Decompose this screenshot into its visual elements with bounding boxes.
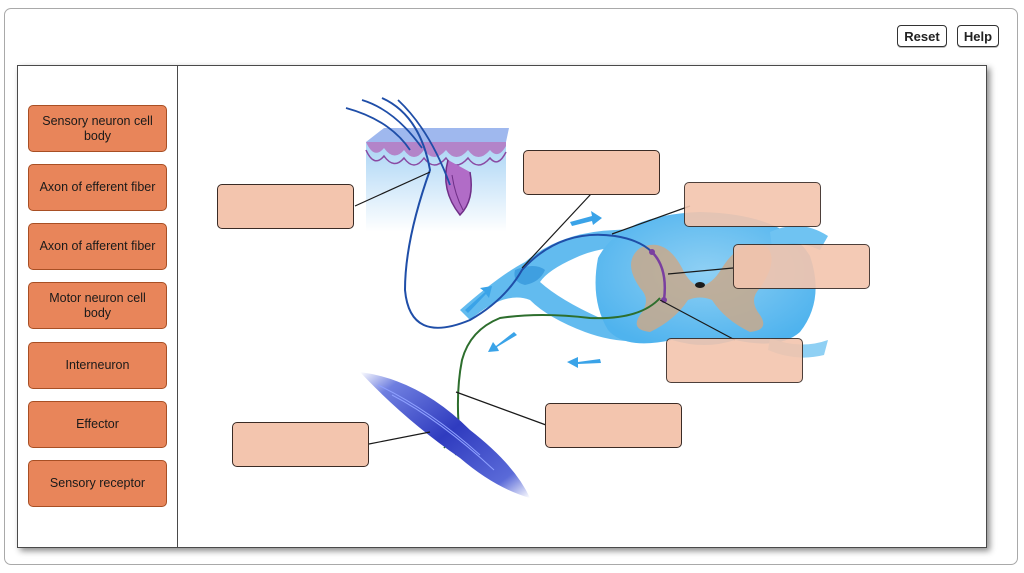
label-chip-axon-of-efferent-fiber[interactable]: Axon of efferent fiber [28,164,167,211]
drop-target-2[interactable] [523,150,660,195]
direction-arrows [465,211,602,368]
drop-target-6[interactable] [545,403,682,448]
label-chip-motor-neuron-cell-body[interactable]: Motor neuron cell body [28,282,167,329]
drop-target-5[interactable] [666,338,803,383]
motor-fiber [456,297,661,441]
muscle-effector [360,372,530,498]
help-button[interactable]: Help [957,25,999,47]
reset-button[interactable]: Reset [897,25,947,47]
label-chip-interneuron[interactable]: Interneuron [28,342,167,389]
label-chip-sensory-receptor[interactable]: Sensory receptor [28,460,167,507]
drop-target-7[interactable] [232,422,369,467]
leader-lines [354,171,736,445]
label-chip-effector[interactable]: Effector [28,401,167,448]
drop-target-3[interactable] [684,182,821,227]
skin-block [365,128,509,232]
drop-target-4[interactable] [733,244,870,289]
reflex-arc-diagram [345,97,828,498]
palette-divider [177,66,178,547]
label-chip-axon-of-afferent-fiber[interactable]: Axon of afferent fiber [28,223,167,270]
label-chip-sensory-neuron-cell-body[interactable]: Sensory neuron cell body [28,105,167,152]
interneuron-fiber [651,251,666,301]
drop-target-1[interactable] [217,184,354,229]
sensory-fiber [381,97,653,329]
